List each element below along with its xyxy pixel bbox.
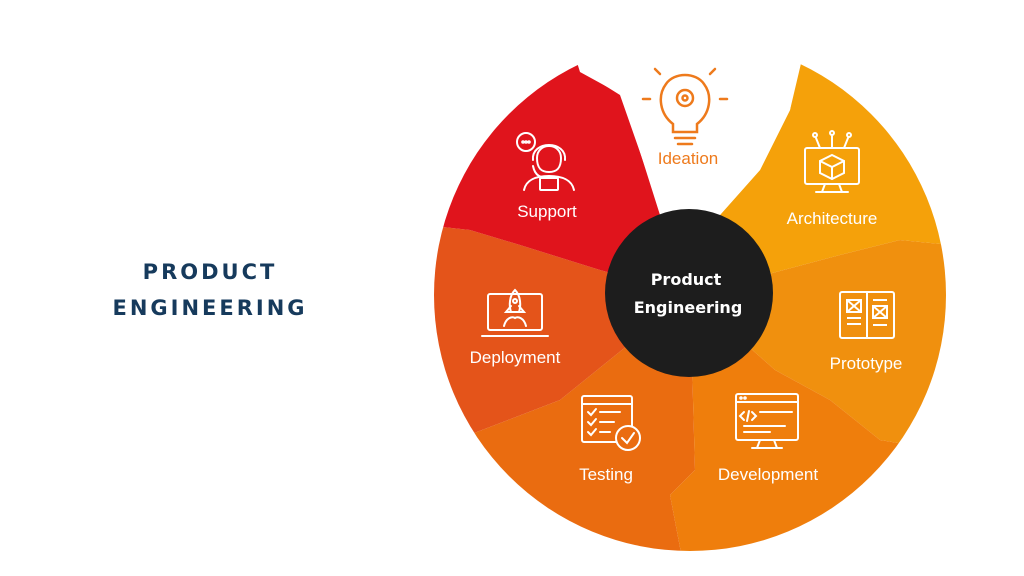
lightbulb-gear-icon bbox=[641, 67, 729, 146]
title-line-1: PRODUCT bbox=[142, 260, 278, 284]
rocket-laptop-icon bbox=[481, 288, 549, 337]
label-ideation: Ideation bbox=[658, 149, 719, 168]
title-line-2: ENGINEERING bbox=[112, 296, 308, 320]
checklist-icon bbox=[581, 395, 641, 451]
wireframe-document-icon bbox=[839, 291, 895, 339]
label-support: Support bbox=[517, 202, 577, 221]
page-title: PRODUCT ENGINEERING bbox=[90, 254, 330, 326]
label-testing: Testing bbox=[579, 465, 633, 484]
label-architecture: Architecture bbox=[787, 209, 878, 228]
ideation-notch bbox=[570, 40, 803, 215]
center-hub bbox=[605, 209, 773, 377]
code-window-icon bbox=[735, 393, 799, 449]
center-label-line-1: Product bbox=[651, 270, 722, 289]
label-prototype: Prototype bbox=[830, 354, 903, 373]
support-agent-icon bbox=[516, 132, 575, 191]
monitor-cube-icon bbox=[804, 130, 860, 193]
label-deployment: Deployment bbox=[470, 348, 561, 367]
label-development: Development bbox=[718, 465, 818, 484]
center-label-line-2: Engineering bbox=[634, 298, 743, 317]
